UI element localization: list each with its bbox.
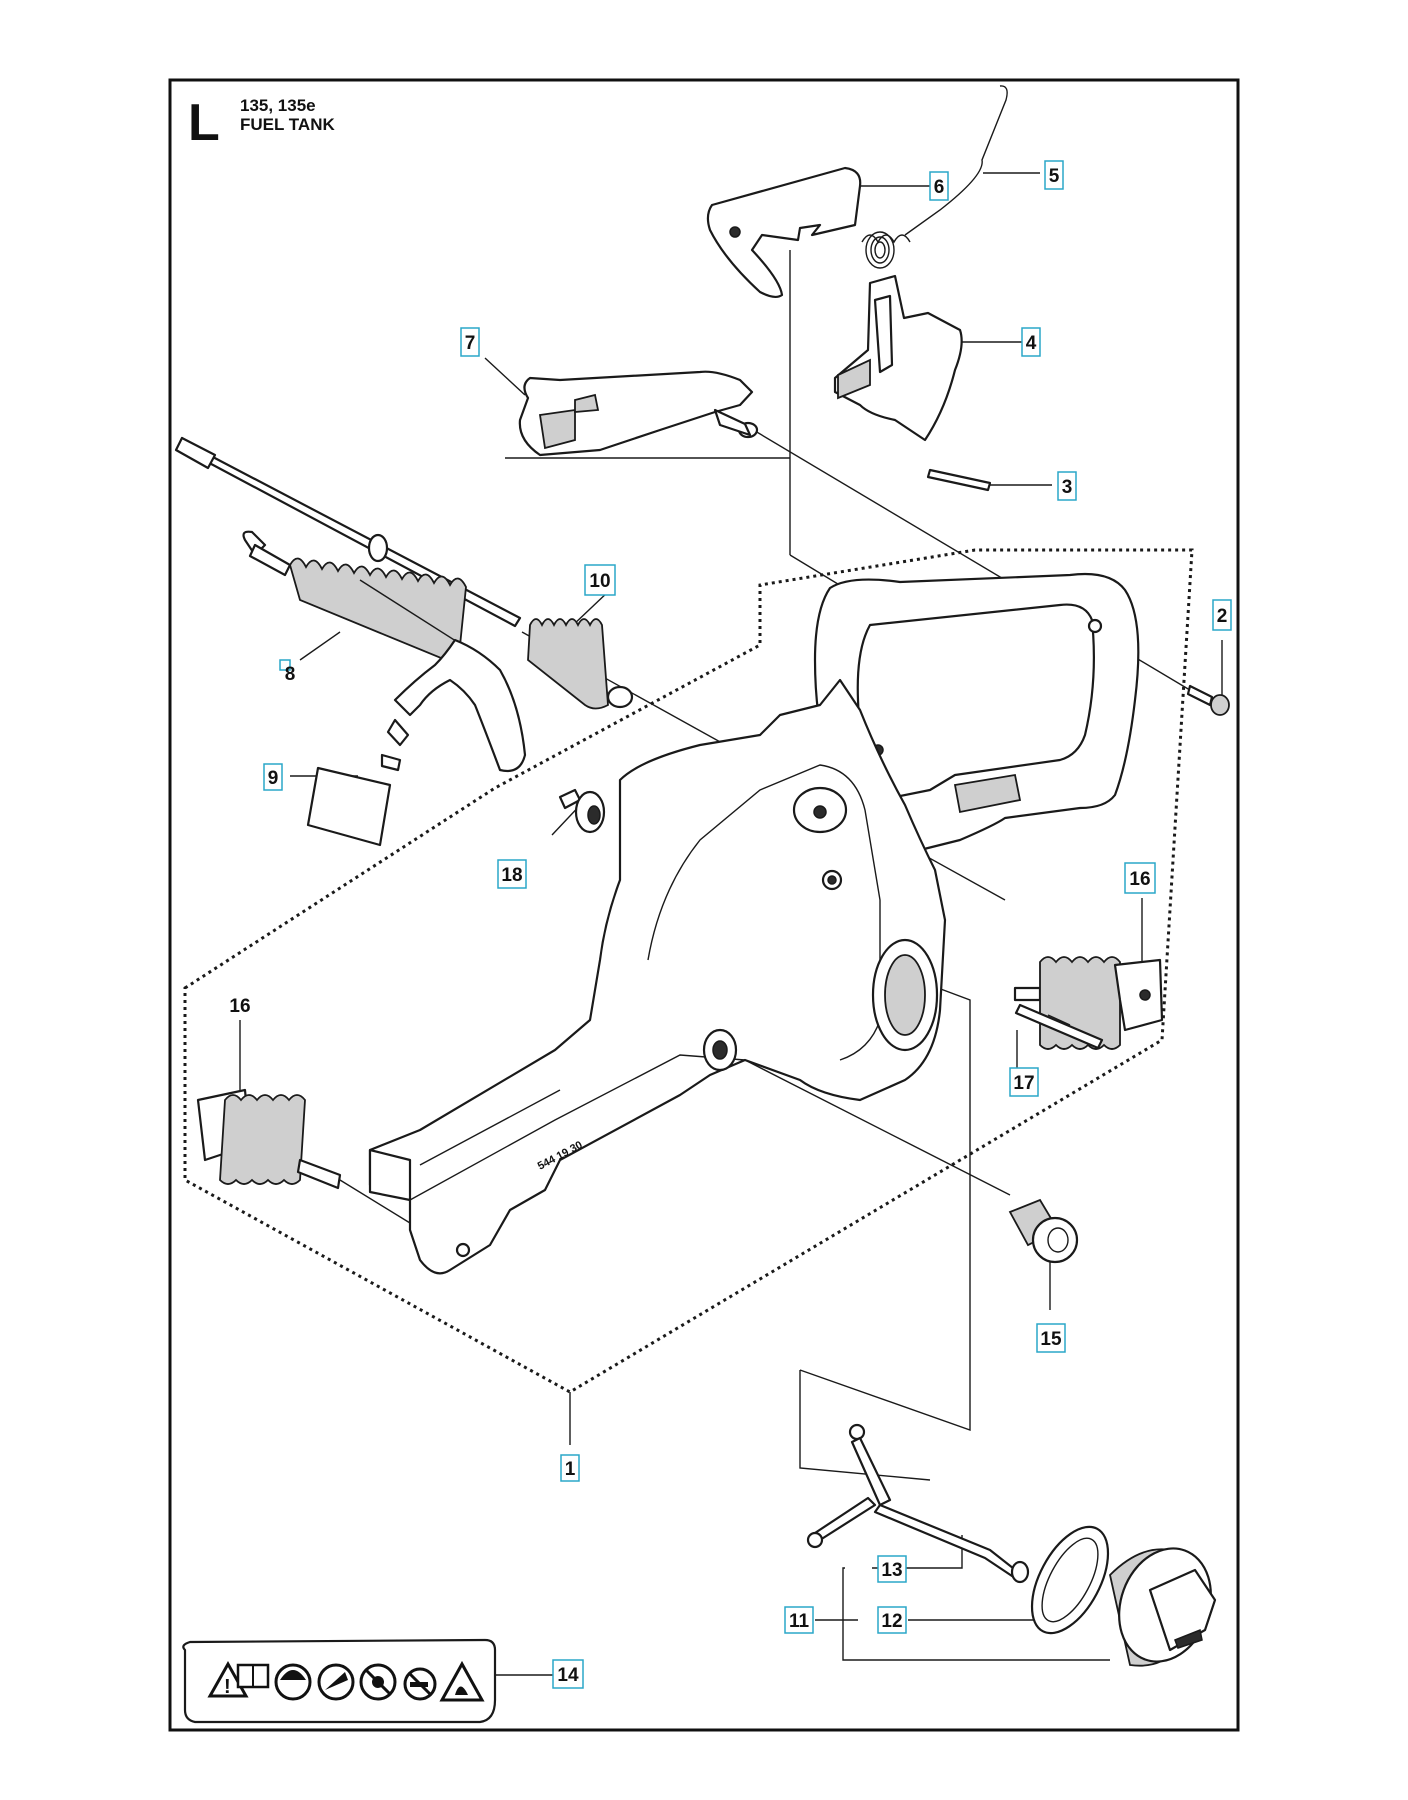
callout-18: 18: [497, 859, 527, 889]
svg-text:16: 16: [1129, 869, 1150, 890]
no-smoking-icon: [403, 1667, 437, 1701]
svg-text:4: 4: [1026, 333, 1037, 354]
fire-hazard-icon: [439, 1660, 485, 1702]
part-15-grommet: [1008, 1198, 1079, 1264]
manual-book-icon: [236, 1663, 270, 1689]
svg-text:11: 11: [789, 1611, 810, 1632]
callout-13: 13: [877, 1555, 907, 1583]
callout-16-left: 16: [229, 996, 250, 1017]
svg-text:2: 2: [1217, 606, 1228, 627]
part-18-bushing: [558, 788, 606, 834]
section-letter: L: [188, 94, 220, 152]
part-5-spring: [861, 85, 1008, 269]
callout-7: 7: [460, 327, 480, 357]
callout-17: 17: [1009, 1067, 1039, 1097]
svg-text:16: 16: [229, 996, 250, 1017]
callout-8: 8: [279, 659, 296, 685]
callout-12: 12: [877, 1606, 907, 1634]
callout-11: 11: [784, 1606, 814, 1634]
part-9-fuel-filter: [306, 718, 410, 847]
assembly-outline: [183, 548, 1194, 1394]
callout-2: 2: [1212, 599, 1232, 631]
callout-1: 1: [560, 1454, 580, 1482]
svg-text:14: 14: [557, 1665, 579, 1686]
callout-16-right: 16: [1124, 862, 1156, 894]
part-6-handle-cover: [706, 166, 862, 299]
callout-9: 9: [263, 763, 283, 791]
no-one-hand-icon: [359, 1663, 397, 1701]
model-numbers: 135, 135e: [240, 96, 316, 115]
part-16-av-spring-left: [196, 1088, 342, 1190]
callout-15: 15: [1036, 1323, 1066, 1353]
svg-text:17: 17: [1013, 1073, 1034, 1094]
svg-text:13: 13: [881, 1560, 902, 1581]
svg-text:12: 12: [881, 1611, 902, 1632]
svg-text:9: 9: [268, 768, 279, 789]
callout-6: 6: [929, 171, 949, 201]
part-17-pin: [1014, 1003, 1104, 1050]
helmet-protection-icon: [274, 1663, 312, 1701]
part-3-pin: [926, 468, 992, 492]
part-7-throttle-lockout: [518, 370, 759, 457]
part-13-pickup-tool: [806, 1423, 1030, 1584]
callout-5: 5: [1044, 160, 1064, 190]
svg-text:1: 1: [565, 1459, 576, 1480]
part-1-fuel-tank: 544 19 30: [368, 572, 1140, 1275]
svg-text:7: 7: [465, 333, 476, 354]
kickback-icon: [317, 1663, 355, 1701]
callout-4: 4: [1021, 327, 1041, 357]
svg-text:!: !: [224, 1676, 231, 1698]
svg-text:8: 8: [285, 664, 296, 685]
svg-text:5: 5: [1049, 166, 1060, 187]
callout-3: 3: [1057, 471, 1077, 501]
svg-text:10: 10: [589, 571, 610, 592]
svg-text:15: 15: [1040, 1329, 1062, 1350]
part-11-fuel-cap: [1109, 1547, 1217, 1667]
part-2-screw: [1186, 684, 1230, 716]
diagram-title: FUEL TANK: [240, 115, 335, 134]
svg-text:18: 18: [501, 865, 522, 886]
callout-10: 10: [584, 564, 616, 596]
svg-text:6: 6: [934, 177, 945, 198]
part-12-o-ring: [1030, 1525, 1110, 1635]
part-4-throttle-trigger: [833, 274, 963, 442]
callout-14: 14: [552, 1659, 584, 1689]
part-14-warning-decal: !: [182, 1638, 497, 1724]
svg-text:3: 3: [1062, 477, 1073, 498]
part-8-spring-cable: [242, 530, 527, 773]
part-10-cable: [174, 436, 634, 710]
